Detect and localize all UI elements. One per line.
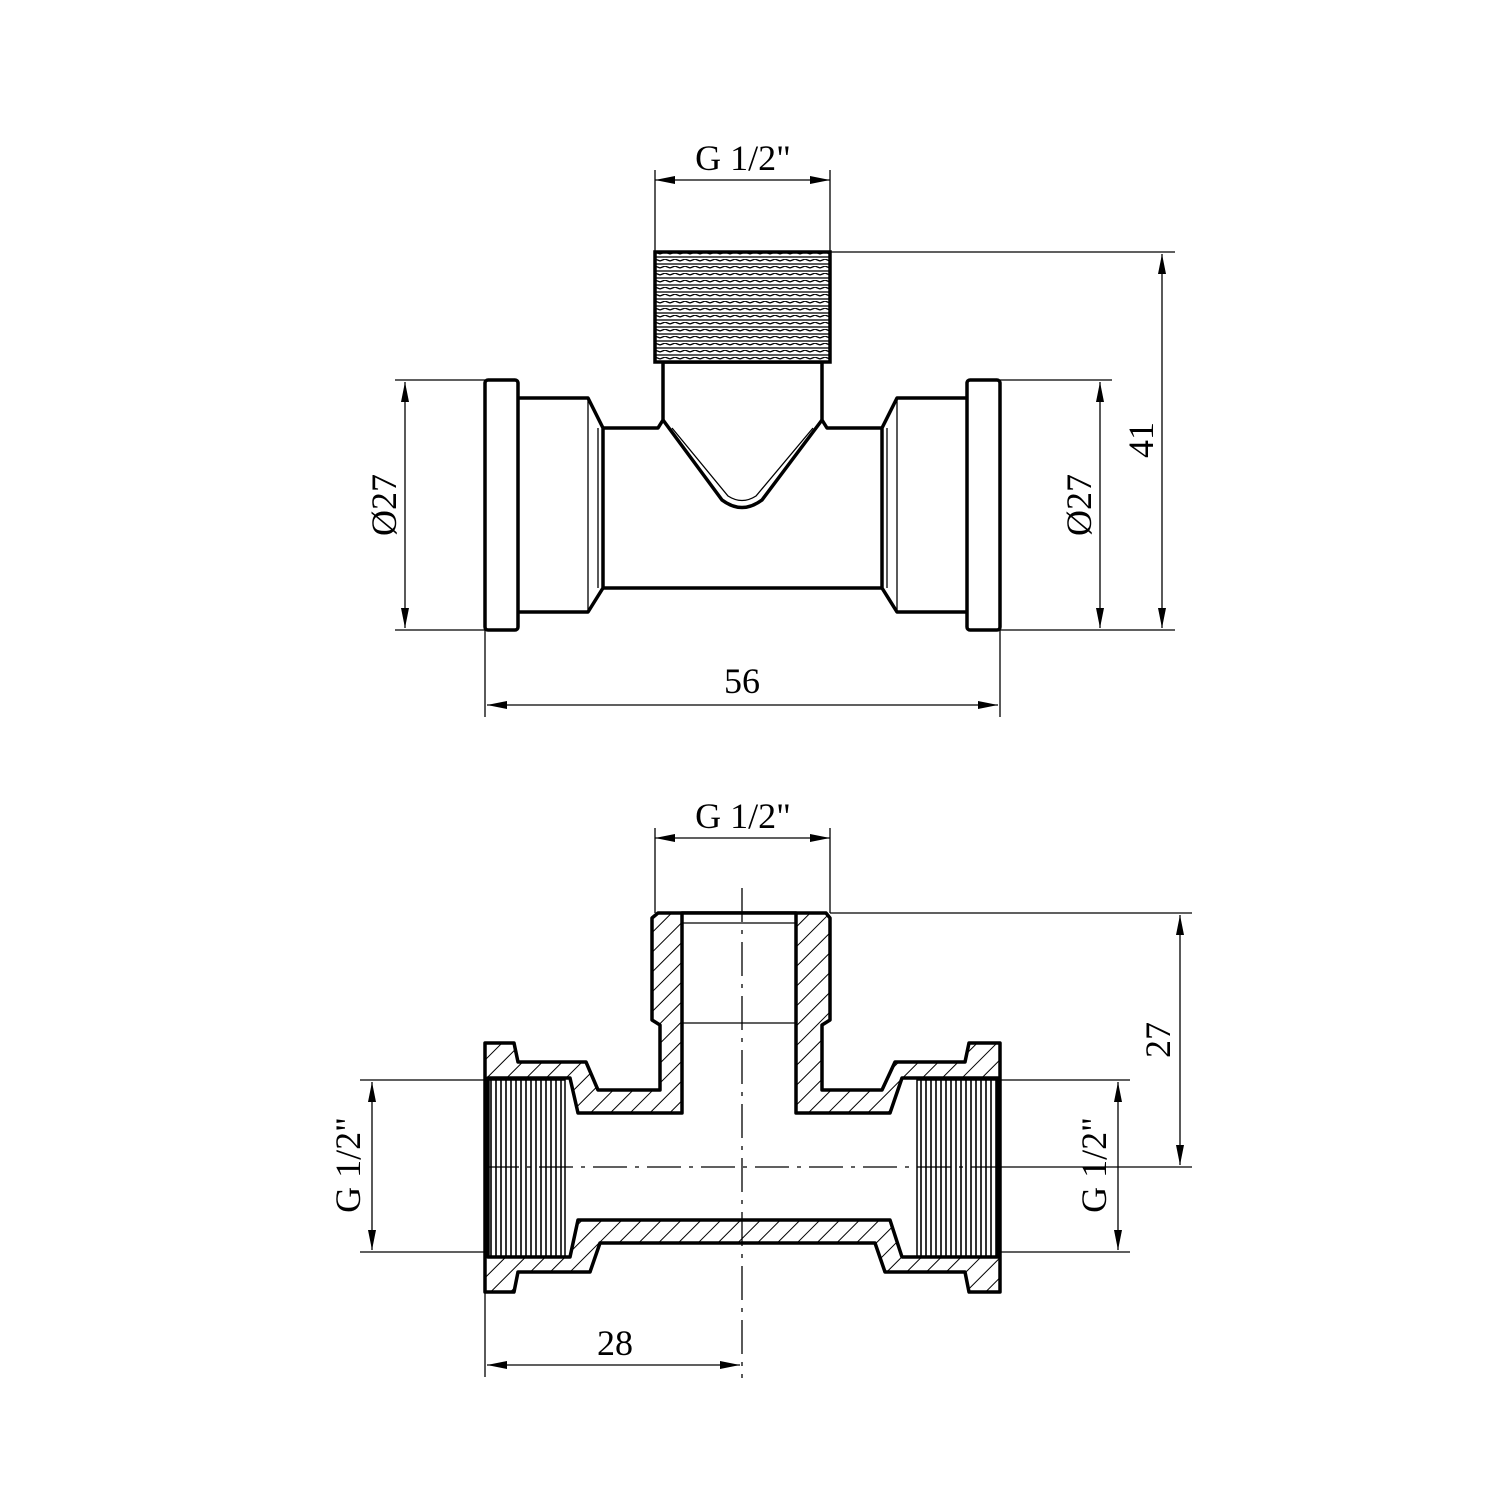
left-diameter-dimension: Ø27 <box>364 474 404 536</box>
branch-thread-dimension: G 1/2" <box>695 796 791 836</box>
top-view: G 1/2" 41 Ø27 Ø27 56 <box>364 138 1175 717</box>
tee-exterior-outline <box>483 250 1002 632</box>
branch-height-dimension: 27 <box>1138 1022 1178 1058</box>
branch-thread-dimension: G 1/2" <box>695 138 791 178</box>
male-thread <box>653 250 832 364</box>
left-thread-dimension: G 1/2" <box>328 1117 368 1213</box>
right-female-thread <box>916 1079 998 1257</box>
left-female-thread <box>488 1079 566 1257</box>
dimensions-section: G 1/2" 27 G 1/2" G 1/2" 28 <box>328 796 1192 1377</box>
width-dimension: 56 <box>724 661 760 701</box>
dimensions-top: G 1/2" 41 Ø27 Ø27 56 <box>364 138 1175 717</box>
right-diameter-dimension: Ø27 <box>1059 474 1099 536</box>
half-length-dimension: 28 <box>597 1323 633 1363</box>
height-dimension: 41 <box>1121 422 1161 458</box>
right-thread-dimension: G 1/2" <box>1074 1117 1114 1213</box>
section-bore <box>486 911 1000 1259</box>
section-view: G 1/2" 27 G 1/2" G 1/2" 28 <box>328 796 1192 1378</box>
